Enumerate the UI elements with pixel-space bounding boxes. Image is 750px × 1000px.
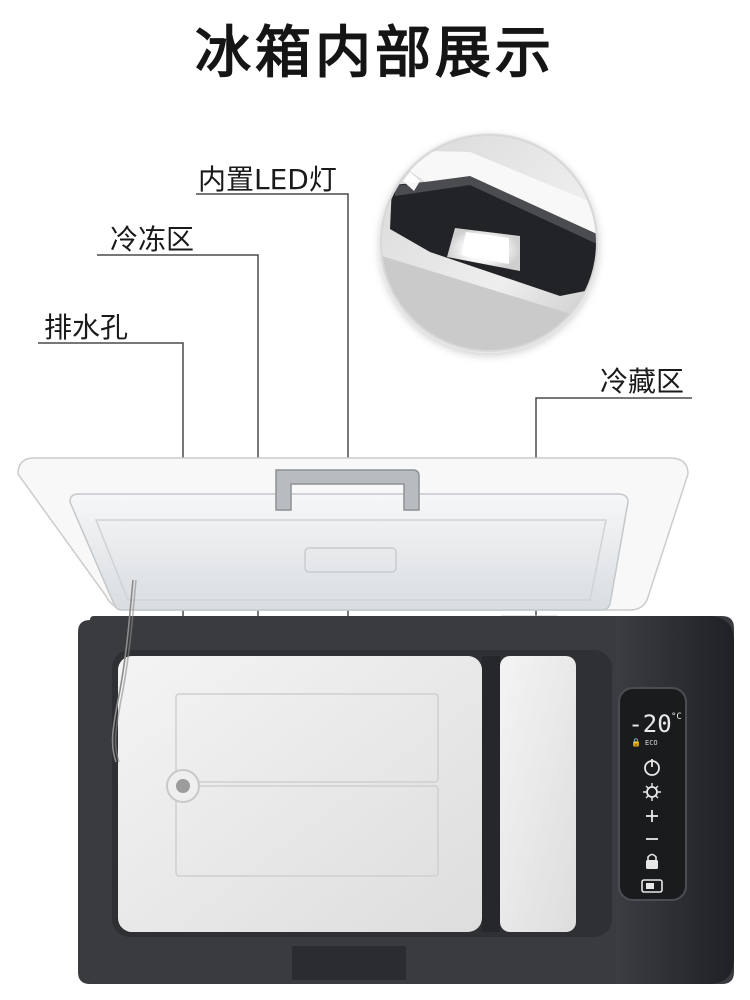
- led-zoom-detail: [379, 133, 599, 353]
- plus-icon[interactable]: [646, 810, 658, 822]
- lid-handle[interactable]: [275, 469, 420, 511]
- battery-icon[interactable]: [641, 879, 663, 893]
- fridge-body: [78, 616, 734, 984]
- freezer-zone-label: 冷冻区: [110, 223, 195, 256]
- drain-hole-label: 排水孔: [44, 311, 129, 344]
- front-handle[interactable]: [292, 946, 406, 980]
- gear-icon[interactable]: [643, 783, 661, 801]
- power-icon[interactable]: [644, 759, 660, 776]
- freezer-compartment: [118, 656, 482, 932]
- temperature-readout: -20: [628, 710, 671, 738]
- temperature-unit: °C: [671, 712, 682, 722]
- control-panel: -20 °C ECO 🔒: [618, 687, 687, 901]
- fridge-lid: [17, 457, 689, 637]
- led-light-label: 内置LED灯: [198, 163, 337, 196]
- display-lock-icon: 🔒: [631, 738, 641, 747]
- fridge-compartment: [500, 656, 576, 932]
- eco-indicator: ECO: [645, 739, 658, 747]
- drain-plug-chain: [111, 579, 137, 763]
- page-title: 冰箱内部展示: [195, 21, 555, 86]
- fridge-zone-label: 冷藏区: [600, 365, 685, 398]
- lock-icon[interactable]: [646, 853, 658, 870]
- lid-embossed-panel: [304, 547, 397, 573]
